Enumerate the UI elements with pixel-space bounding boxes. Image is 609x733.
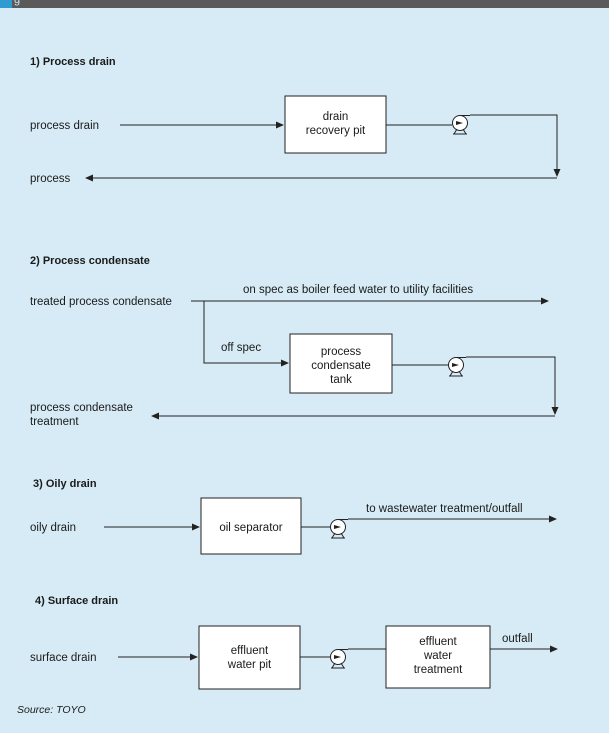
effluent-water-pit-line1: effluent (231, 645, 269, 657)
condensate-tank-line2: condensate (311, 360, 370, 372)
effluent-treatment-line3: treatment (414, 664, 463, 676)
effluent-treatment-line2: water (423, 650, 452, 662)
process-drain-label: process drain (30, 120, 99, 132)
oil-separator-box (200, 497, 302, 555)
drain-recovery-pit-box (284, 95, 387, 154)
pump-icon (448, 357, 467, 377)
off-spec-arrow (203, 301, 289, 367)
wastewater-label: to wastewater treatment/outfall (366, 503, 523, 515)
section-1-title: 1) Process drain (30, 56, 116, 68)
condensate-treatment-line1: process condensate (30, 402, 133, 414)
process-return-label: process (30, 173, 71, 185)
on-spec-label: on spec as boiler feed water to utility … (243, 284, 473, 296)
off-spec-label: off spec (221, 342, 261, 354)
pump-icon (452, 115, 471, 135)
pump-icon (330, 649, 349, 669)
banner-accent (0, 0, 12, 8)
section-2-title: 2) Process condensate (30, 255, 150, 267)
effluent-water-pit-box (198, 625, 301, 690)
section-3-title: 3) Oily drain (33, 478, 97, 490)
pump-discharge-line (466, 356, 559, 415)
surface-drain-label: surface drain (30, 652, 96, 664)
effluent-water-pit-line2: water pit (227, 659, 272, 671)
outfall-label: outfall (502, 633, 533, 645)
banner-text: g (14, 0, 21, 6)
condensate-tank-line1: process (321, 346, 362, 358)
top-banner: g (0, 0, 609, 8)
condensate-treatment-line2: treatment (30, 416, 79, 428)
treated-condensate-label: treated process condensate (30, 296, 172, 308)
oil-separator-label: oil separator (219, 522, 282, 534)
drain-recovery-pit-line2: recovery pit (306, 125, 366, 137)
condensate-tank-box (289, 333, 393, 394)
source-note: Source: TOYO (17, 704, 86, 716)
pump-icon (330, 519, 349, 539)
condensate-tank-line3: tank (330, 374, 352, 386)
effluent-treatment-line1: effluent (419, 636, 457, 648)
drain-recovery-pit-line1: drain (323, 111, 349, 123)
effluent-water-treatment-box (385, 625, 491, 689)
oily-drain-label: oily drain (30, 522, 76, 534)
pump-discharge-line (470, 114, 561, 177)
section-4-title: 4) Surface drain (35, 595, 118, 607)
